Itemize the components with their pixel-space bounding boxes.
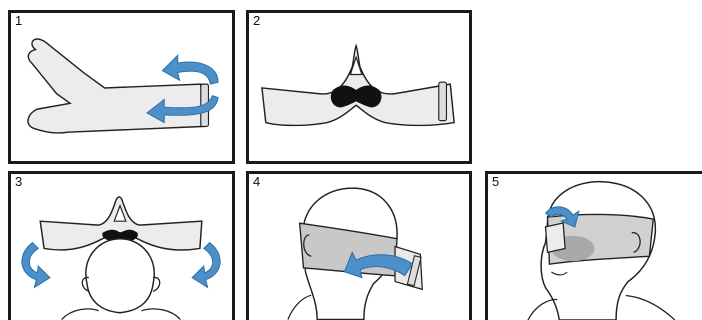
head — [86, 239, 154, 313]
step-2-panel: 2 — [246, 10, 472, 164]
step-number: 5 — [492, 175, 499, 188]
step-5-illustration — [488, 174, 702, 320]
step-1-panel: 1 — [8, 10, 235, 164]
step-2-illustration — [249, 13, 469, 161]
step-3-panel: 3 — [8, 171, 235, 320]
step-3-illustration — [11, 174, 232, 320]
step-5-panel: 5 — [485, 171, 702, 320]
step-1-illustration — [11, 13, 232, 161]
neck-line — [288, 295, 311, 319]
flat-strap — [28, 39, 205, 133]
step-number: 2 — [253, 14, 260, 27]
folded-strap — [262, 46, 454, 126]
step-number: 4 — [253, 175, 260, 188]
fold-arrow-top — [162, 55, 218, 84]
step-4-panel: 4 — [246, 171, 472, 320]
step-number: 1 — [15, 14, 22, 27]
strap-buckle — [439, 82, 447, 120]
nose-tab — [546, 223, 566, 252]
step-number: 3 — [15, 175, 22, 188]
step-4-illustration — [249, 174, 469, 320]
